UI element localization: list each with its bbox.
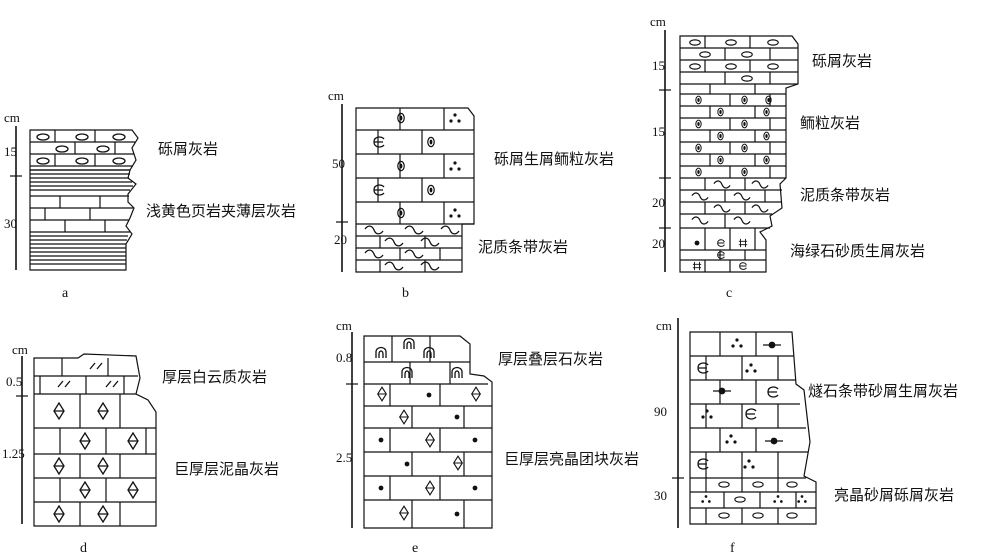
layer-label: 厚层叠层石灰岩	[498, 350, 603, 368]
section-f: cm 90 30	[654, 318, 958, 556]
layer-label: 巨厚层亮晶团块灰岩	[504, 450, 639, 468]
section-c: cm 15 15 20 20	[650, 14, 925, 301]
thickness-label: 15	[652, 58, 665, 73]
rock-column	[363, 335, 493, 529]
layer-label: 厚层白云质灰岩	[162, 368, 267, 386]
thickness-label: 30	[654, 488, 667, 503]
thickness-label: 15	[4, 144, 17, 159]
layer-label: 砾屑灰岩	[812, 52, 872, 70]
layer-label: 浅黄色页岩夹薄层灰岩	[146, 202, 296, 220]
thickness-label: 0.8	[336, 350, 352, 365]
unit-label: cm	[336, 318, 352, 333]
layer-label: 泥质条带灰岩	[478, 238, 568, 256]
unit-label: cm	[12, 342, 28, 357]
section-letter: c	[726, 286, 732, 301]
rock-column	[679, 35, 799, 273]
layer-label: 砾屑生屑鲕粒灰岩	[494, 150, 614, 168]
rock-column	[689, 331, 817, 525]
unit-label: cm	[4, 110, 20, 125]
section-letter: f	[730, 541, 735, 556]
thickness-label: 20	[334, 232, 347, 247]
layer-label: 海绿石砂质生屑灰岩	[790, 242, 925, 260]
section-letter: d	[80, 541, 87, 556]
layer-label: 砾屑灰岩	[158, 140, 218, 158]
thickness-label: 50	[332, 156, 345, 171]
layer-label: 泥质条带灰岩	[800, 186, 890, 204]
layer-label: 燧石条带砂屑生屑灰岩	[808, 382, 958, 400]
thickness-label: 2.5	[336, 450, 352, 465]
thickness-label: 20	[652, 236, 665, 251]
thickness-label: 1.25	[2, 446, 25, 461]
thickness-label: 20	[652, 195, 665, 210]
thickness-label: 0.5	[6, 374, 22, 389]
section-b: cm 50 20	[328, 88, 614, 301]
thickness-label: 30	[4, 216, 17, 231]
section-d: cm 0.5 1.25 厚层白云质灰岩 巨厚层泥晶灰岩	[2, 342, 279, 556]
section-a: cm 15 30 砾屑灰岩 浅黄色页岩夹薄层灰岩	[4, 110, 296, 301]
thickness-label: 90	[654, 404, 667, 419]
rock-column	[33, 353, 157, 527]
layer-label: 亮晶砂屑砾屑灰岩	[834, 486, 954, 504]
section-e: cm 0.8 2.5	[336, 318, 639, 556]
rock-column	[355, 107, 475, 273]
section-letter: b	[402, 286, 409, 301]
section-letter: a	[62, 286, 69, 301]
thickness-label: 15	[652, 124, 665, 139]
unit-label: cm	[650, 14, 666, 29]
layer-label: 鲕粒灰岩	[800, 114, 860, 132]
section-letter: e	[412, 541, 418, 556]
unit-label: cm	[656, 318, 672, 333]
unit-label: cm	[328, 88, 344, 103]
layer-label: 巨厚层泥晶灰岩	[174, 460, 279, 478]
rock-column	[29, 129, 139, 271]
